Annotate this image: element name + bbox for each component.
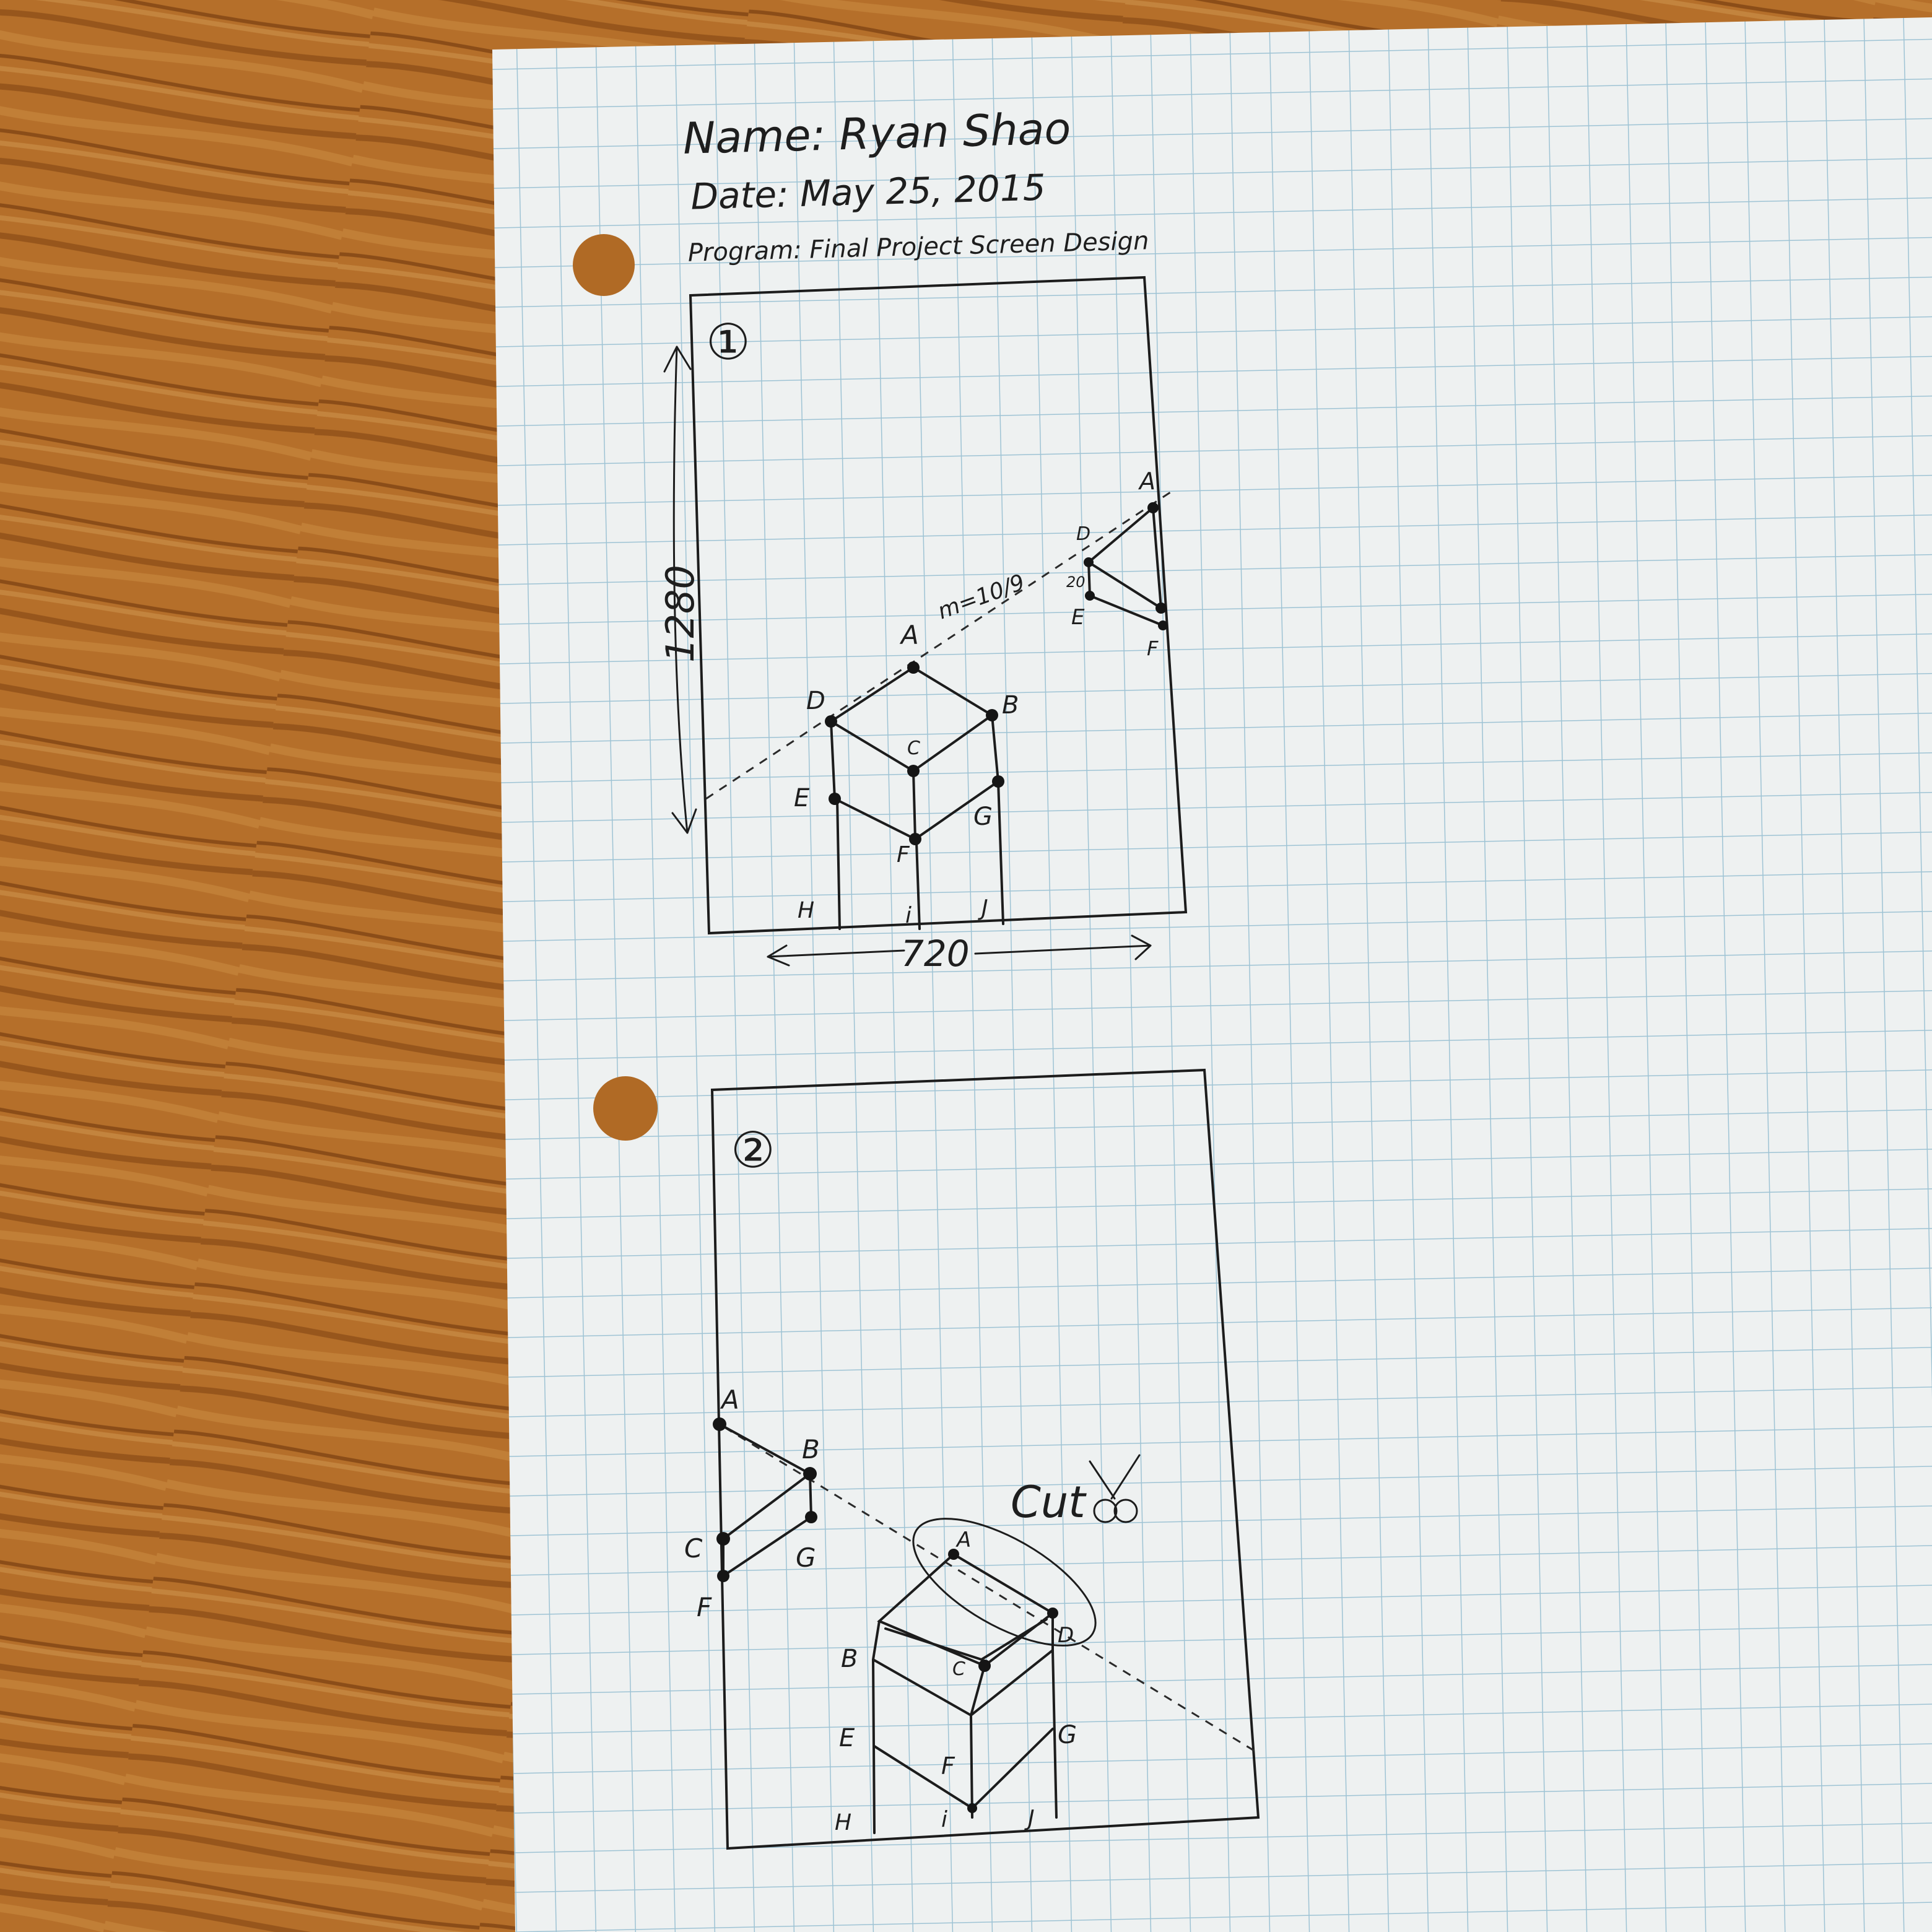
label-c-2: C — [952, 1658, 965, 1680]
side-label-e-1: E — [1071, 605, 1085, 630]
side-label-c-2: C — [684, 1533, 703, 1564]
label-i-2: i — [941, 1807, 947, 1832]
label-a-1: A — [899, 620, 919, 650]
sketch-1-number: ① — [706, 313, 751, 371]
date-line: Date: May 25, 2015 — [690, 167, 1046, 218]
cube-1-vertex-f — [909, 833, 921, 845]
screen-frame-1 — [689, 276, 1188, 935]
label-a-2: A — [955, 1528, 971, 1552]
side-label-d-1: D — [1076, 523, 1090, 545]
side-2-vertex-a — [713, 1417, 726, 1431]
scissors-icon — [1089, 1454, 1141, 1523]
label-d-1: D — [806, 687, 825, 715]
cube-1-vertex-c — [907, 765, 920, 777]
binder-hole-top — [573, 234, 635, 296]
cube-2-vertex-f — [967, 1803, 977, 1813]
label-f-1: F — [897, 842, 910, 868]
label-h-1: H — [798, 898, 814, 923]
label-e-2: E — [839, 1724, 855, 1752]
cube-1-vertex-a — [907, 661, 920, 674]
binder-hole-bottom — [593, 1076, 658, 1141]
label-h-2: H — [835, 1810, 851, 1835]
sketch-2-diagonal — [724, 1426, 1258, 1754]
cut-ellipse — [912, 1518, 1097, 1647]
side-label-f-1: F — [1147, 637, 1159, 660]
label-b-2: B — [841, 1645, 858, 1673]
side-1-vertex-c — [1155, 603, 1167, 614]
label-g-2: G — [1058, 1721, 1077, 1749]
height-dimension-arrow — [663, 346, 697, 834]
side-1-vertex-f — [1158, 620, 1168, 630]
side-label-g-2: G — [796, 1543, 816, 1573]
side-2-vertex-b — [803, 1467, 817, 1481]
side-label-a-1: A — [1138, 468, 1155, 495]
side-label-20-1: 20 — [1066, 573, 1086, 591]
side-label-f-2: F — [697, 1592, 712, 1622]
side-2-vertex-g — [805, 1511, 817, 1523]
label-d-2: D — [1058, 1623, 1074, 1648]
cube-2-vertex-c — [978, 1660, 991, 1672]
cube-1-vertex-b — [986, 709, 998, 721]
cube-1-vertex-e — [829, 793, 841, 805]
height-dimension-label: 1280 — [658, 565, 703, 663]
label-c-1: C — [907, 738, 920, 759]
side-2-vertex-c — [716, 1532, 730, 1546]
graph-paper-sheet — [492, 17, 1932, 1932]
width-dimension-label: 720 — [901, 933, 970, 975]
cube-1-vertex-g — [992, 775, 1004, 788]
label-g-1: G — [973, 803, 993, 831]
name-line: Name: Ryan Shao — [682, 103, 1071, 164]
label-e-1: E — [794, 784, 810, 812]
label-i-1: i — [905, 903, 912, 928]
cube-1-vertex-d — [825, 715, 837, 728]
side-2-vertex-f — [717, 1570, 729, 1582]
cube-2-vertex-d — [1047, 1608, 1058, 1619]
cube-2-vertex-a — [948, 1549, 959, 1560]
sketch-2-number: ② — [731, 1121, 775, 1179]
side-1-vertex-a — [1147, 502, 1159, 513]
side-1-vertex-e — [1085, 591, 1095, 601]
sketch-1-diagonal — [705, 491, 1171, 800]
sketch-2: ② A B C G F Cut A B C D E F G — [684, 1068, 1260, 1850]
side-label-b-2: B — [802, 1434, 820, 1464]
header-block: Name: Ryan Shao Date: May 25, 2015 Progr… — [682, 103, 1149, 268]
width-dimension-arrow — [767, 934, 1152, 967]
side-label-a-2: A — [720, 1385, 739, 1415]
label-b-1: B — [1002, 691, 1019, 720]
label-f-2: F — [941, 1752, 955, 1780]
screen-frame-2 — [710, 1068, 1260, 1850]
side-1-vertex-d — [1084, 557, 1094, 567]
cut-note: Cut — [1011, 1477, 1087, 1528]
